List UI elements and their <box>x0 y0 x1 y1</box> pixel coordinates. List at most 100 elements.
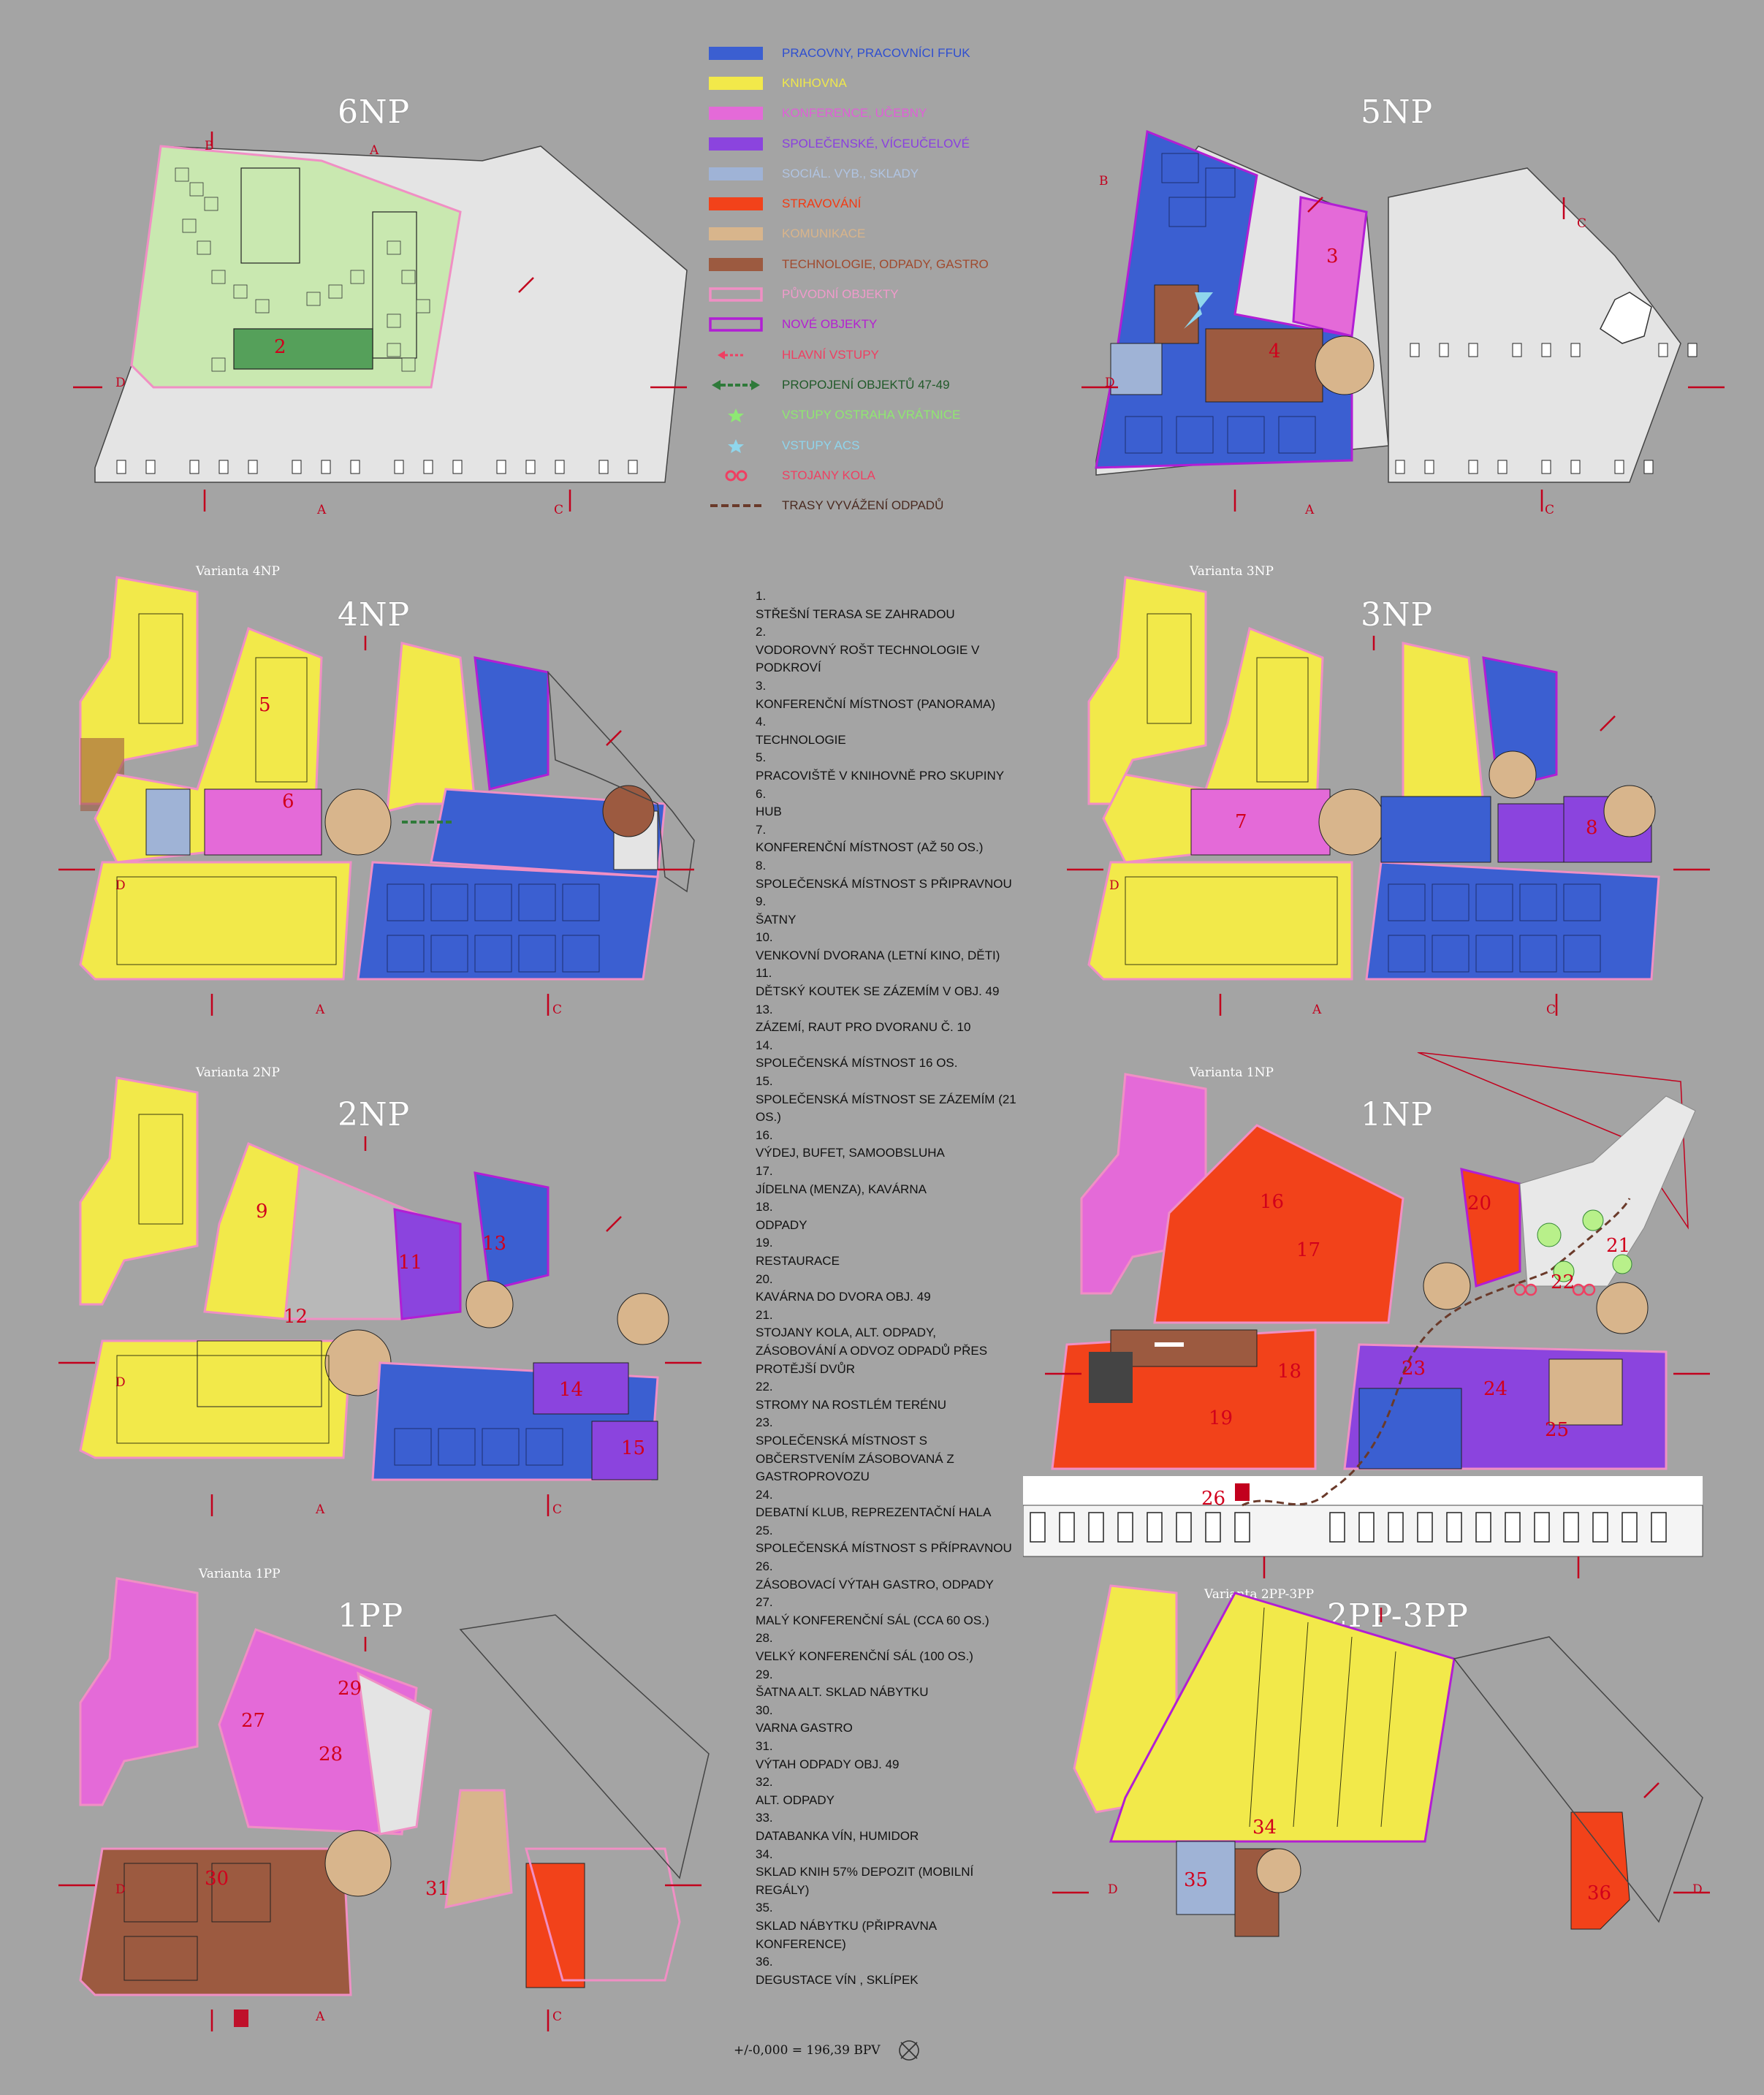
cut-label-b-5np: B <box>1099 174 1109 189</box>
room-number-36: 36 <box>1587 1882 1612 1904</box>
legend-swatch <box>709 227 763 241</box>
room-list-number: 23. <box>756 1415 773 1430</box>
room-number-35: 35 <box>1184 1869 1209 1891</box>
room-list-description: STŘEŠNÍ TERASA SE ZAHRADOU <box>756 607 955 621</box>
legend-item: NOVÉ OBJEKTY <box>709 310 1089 340</box>
legend-item: STRAVOVÁNÍ <box>709 189 1089 218</box>
room-list-description: ZÁSOBOVACÍ VÝTAH GASTRO, ODPADY <box>756 1577 994 1592</box>
cut-label-c-6np: C <box>554 503 564 517</box>
variant-1pp: Varianta 1PP <box>199 1567 281 1581</box>
room-number-29: 29 <box>338 1678 362 1700</box>
room-number-16: 16 <box>1260 1191 1285 1213</box>
room-number-23: 23 <box>1402 1358 1426 1380</box>
variant-2np: Varianta 2NP <box>196 1065 280 1080</box>
cut-label-a-5np: A <box>1305 503 1315 517</box>
plan-1np: 16 17 18 19 20 21 22 23 24 25 26 <box>1023 1052 1754 1586</box>
legend-swatch <box>709 379 763 392</box>
room-list-description: VENKOVNÍ DVORANA (LETNÍ KINO, DĚTI) <box>756 948 1000 962</box>
cut-label-c-5np: C <box>1577 216 1587 231</box>
cut-label-c-3np: C <box>1546 1003 1556 1017</box>
room-list-description: STOJANY KOLA, ALT. ODPADY, ZÁSOBOVÁNÍ A … <box>756 1326 988 1376</box>
legend-swatch <box>709 317 763 332</box>
room-list-number: 8. <box>756 858 767 872</box>
room-number-34: 34 <box>1252 1817 1277 1839</box>
room-list-number: 29. <box>756 1667 773 1681</box>
legend-label: NOVÉ OBJEKTY <box>782 317 878 332</box>
room-list-description: HUB <box>756 805 782 819</box>
legend-item: KNIHOVNA <box>709 68 1089 98</box>
room-list-number: 1. <box>756 589 767 603</box>
room-list-description: KAVÁRNA DO DVORA OBJ. 49 <box>756 1290 931 1304</box>
room-number-22: 22 <box>1551 1271 1575 1293</box>
cut-label-a-6np: A <box>370 143 379 158</box>
room-list-number: 5. <box>756 750 767 765</box>
room-list-description: SPOLEČENSKÁ MÍSTNOST SE ZÁZEMÍM (21 OS.) <box>756 1092 1016 1125</box>
room-list-number: 25. <box>756 1523 773 1537</box>
room-list-number: 33. <box>756 1811 773 1825</box>
plan-1pp: 27 28 29 30 31 <box>51 1571 716 2039</box>
room-list-number: 19. <box>756 1236 773 1250</box>
floor-title-4np: 4NP <box>338 596 411 634</box>
legend-label: SPOLEČENSKÉ, VÍCEUČELOVÉ <box>782 136 970 151</box>
room-list-number: 14. <box>756 1038 773 1052</box>
cut-label-d-1pp: D <box>115 1882 126 1897</box>
legend-swatch <box>709 167 763 180</box>
room-list-number: 24. <box>756 1487 773 1502</box>
room-list-description: SPOLEČENSKÁ MÍSTNOST S PŘIPRAVNOU <box>756 876 1012 891</box>
cut-label-b-6np: B <box>205 139 214 153</box>
legend-label: STOJANY KOLA <box>782 468 875 482</box>
room-list-description: DEGUSTACE VÍN , SKLÍPEK <box>756 1972 919 1987</box>
north-arrow-icon <box>898 2040 919 2061</box>
room-number-17: 17 <box>1296 1239 1321 1261</box>
cut-label-c-5np-bottom: C <box>1545 503 1555 517</box>
legend-item: HLAVNÍ VSTUPY <box>709 340 1089 370</box>
cut-label-a-4np: A <box>316 1003 325 1017</box>
room-list-description: DATABANKA VÍN, HUMIDOR <box>756 1828 919 1843</box>
room-number-28: 28 <box>319 1744 343 1765</box>
legend-swatch <box>709 197 763 211</box>
legend-label: SOCIÁL. VYB., SKLADY <box>782 166 919 180</box>
room-list-number: 15. <box>756 1074 773 1089</box>
legend-item: TECHNOLOGIE, ODPADY, GASTRO <box>709 249 1089 279</box>
cut-label-d-2pp: D <box>1108 1882 1118 1897</box>
elevation-note: +/-0,000 = 196,39 BPV <box>734 2038 921 2063</box>
legend-label: KONFERENCE, UČEBNY <box>782 106 927 121</box>
room-list-description: SPOLEČENSKÁ MÍSTNOST S OBČERSTVENÍM ZÁSO… <box>756 1433 954 1484</box>
legend-item: KONFERENCE, UČEBNY <box>709 99 1089 129</box>
room-number-3: 3 <box>1326 246 1339 267</box>
variant-4np: Varianta 4NP <box>196 564 280 579</box>
floor-title-2np: 2NP <box>338 1096 411 1133</box>
cut-label-c-2np: C <box>552 1502 563 1517</box>
legend-label: TRASY VYVÁŽENÍ ODPADŮ <box>782 498 944 513</box>
legend-swatch <box>709 107 763 121</box>
room-list-description: SPOLEČENSKÁ MÍSTNOST 16 OS. <box>756 1056 958 1071</box>
legend-swatch <box>709 349 763 362</box>
legend-label: VSTUPY OSTRAHA VRÁTNICE <box>782 408 961 422</box>
plan-3np: 7 8 <box>1060 570 1732 1023</box>
room-list-number: 20. <box>756 1271 773 1286</box>
legend-label: KNIHOVNA <box>782 75 847 90</box>
room-list-number: 17. <box>756 1164 773 1178</box>
room-list-number: 22. <box>756 1380 773 1394</box>
room-number-6: 6 <box>282 791 294 813</box>
legend-item: TRASY VYVÁŽENÍ ODPADŮ <box>709 490 1089 520</box>
room-number-2: 2 <box>274 336 286 358</box>
floor-title-1pp: 1PP <box>338 1597 404 1635</box>
plan-2pp-3pp: 34 35 36 <box>1045 1578 1732 2017</box>
room-list-number: 4. <box>756 715 767 729</box>
room-list-number: 27. <box>756 1595 773 1610</box>
room-list-description: ZÁZEMÍ, RAUT PRO DVORANU Č. 10 <box>756 1020 971 1035</box>
room-list-description: ŠATNY <box>756 912 797 927</box>
room-number-13: 13 <box>482 1233 507 1255</box>
legend-label: TECHNOLOGIE, ODPADY, GASTRO <box>782 256 989 271</box>
floor-title-6np: 6NP <box>338 94 411 131</box>
cut-label-d-4np: D <box>115 878 126 893</box>
legend-label: KOMUNIKACE <box>782 227 866 241</box>
cut-label-a-6np-bottom: A <box>317 503 327 517</box>
room-list-description: KONFERENČNÍ MÍSTNOST (PANORAMA) <box>756 696 996 711</box>
legend-item: PROPOJENÍ OBJEKTŮ 47-49 <box>709 370 1089 400</box>
room-list-number: 35. <box>756 1901 773 1915</box>
legend-swatch <box>709 408 763 423</box>
